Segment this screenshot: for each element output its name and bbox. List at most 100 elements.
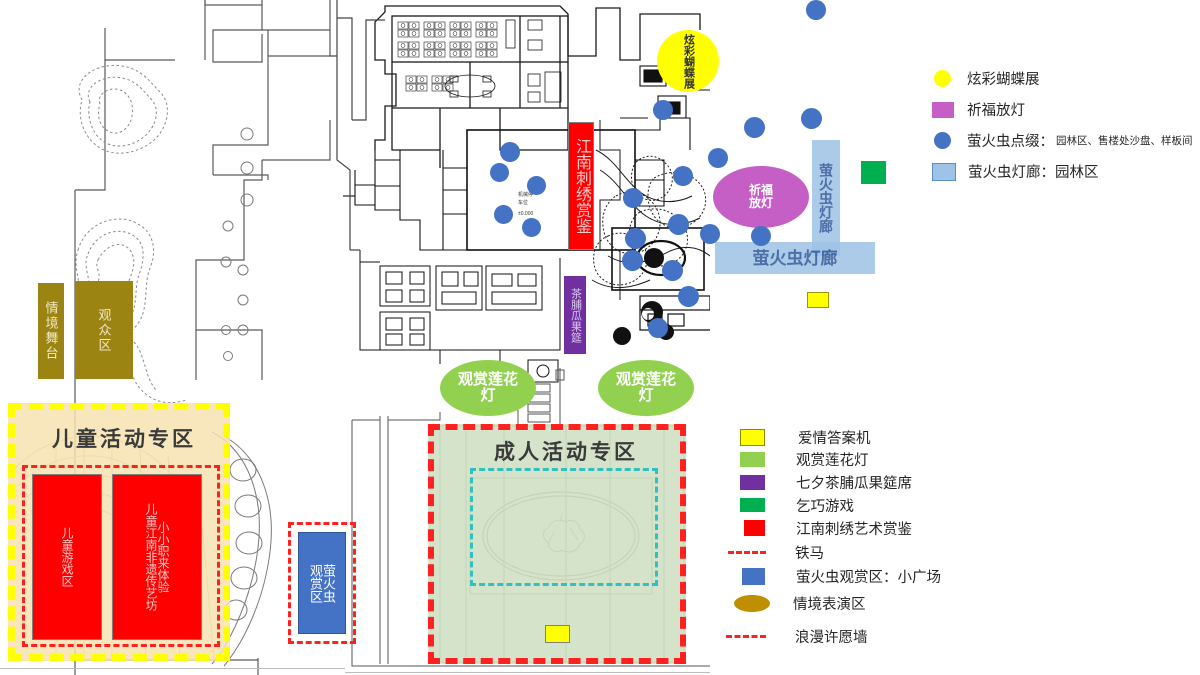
adult-zone-border bbox=[428, 424, 686, 664]
butterfly-show-label: 炫彩蝴蝶展 bbox=[682, 33, 695, 89]
firefly-view-label-2: 观赏区 bbox=[308, 563, 323, 603]
love-answer-machine-garden-marker[interactable] bbox=[807, 292, 829, 308]
firefly-view-ironhorse bbox=[288, 522, 356, 644]
legend-swatch-love-answer-machine-icon bbox=[740, 428, 765, 446]
firefly-view-block[interactable]: 观赏区 萤火虫 bbox=[298, 532, 346, 634]
firefly-dot bbox=[662, 260, 683, 281]
legend-swatch-tea-fruit-icon bbox=[740, 475, 765, 490]
legend-label: 萤火虫灯廊：园林区 bbox=[968, 165, 1099, 181]
firefly-corridor-horizontal-label: 萤火虫灯廊 bbox=[752, 248, 838, 268]
legend-item[interactable]: 浪漫许愿墙 bbox=[726, 623, 941, 649]
legend-bottom: 爱情答案机 观赏莲花灯 七夕茶脯瓜果筵席 乞巧游戏 江南刺绣艺术赏鉴 铁马 萤火… bbox=[726, 426, 941, 649]
legend-label: 观赏莲花灯 bbox=[796, 453, 869, 469]
children-zone-ironhorse bbox=[22, 465, 220, 647]
legend-label: 乞巧游戏 bbox=[796, 498, 854, 515]
firefly-dot bbox=[673, 166, 693, 186]
legend-swatch-scene-performance-icon bbox=[734, 594, 770, 612]
firefly-dot bbox=[700, 224, 720, 244]
firefly-dot bbox=[678, 286, 699, 307]
firefly-dot bbox=[625, 228, 646, 249]
tea-fruit-banner-label: 茶脯瓜果筵 bbox=[569, 287, 582, 343]
audience-area-block[interactable]: 观众区 bbox=[75, 281, 133, 379]
legend-label: 铁马 bbox=[795, 545, 824, 562]
children-play-label: 儿童游戏区 bbox=[60, 527, 74, 587]
firefly-dot bbox=[648, 318, 668, 338]
adult-zone-title: 成人活动专区 bbox=[494, 441, 638, 464]
legend-item[interactable]: 炫彩蝴蝶展 bbox=[934, 68, 1193, 89]
lotus-lamp-right-marker[interactable]: 观赏莲花灯 bbox=[598, 360, 694, 416]
firefly-dot bbox=[623, 188, 643, 208]
legend-sublabel: 园林区、售楼处沙盘、样板间 bbox=[1056, 135, 1193, 147]
firefly-corridor-vertical-label: 萤火虫灯廊 bbox=[818, 163, 834, 233]
legend-label: 情境表演区 bbox=[793, 596, 866, 613]
children-zone-title: 儿童活动专区 bbox=[52, 428, 196, 451]
firefly-dot bbox=[490, 163, 509, 182]
svg-text:±0.000: ±0.000 bbox=[518, 211, 533, 217]
tea-fruit-banner[interactable]: 茶脯瓜果筵 bbox=[564, 276, 586, 354]
children-craft-block[interactable]: 儿童江南非遗传艺坊 小小职来体验 bbox=[112, 474, 202, 640]
legend-swatch-firefly-accent-icon bbox=[934, 132, 951, 149]
legend-item[interactable]: 情境表演区 bbox=[734, 589, 941, 617]
legend-item[interactable]: 萤火虫点缀： 园林区、售楼处沙盘、样板间 bbox=[934, 130, 1193, 151]
legend-label: 爱情答案机 bbox=[798, 430, 871, 447]
legend-item[interactable]: 萤火虫观赏区：小广场 bbox=[740, 564, 941, 589]
scene-stage-label: 情境舞台 bbox=[43, 301, 59, 361]
butterfly-show-marker[interactable]: 炫彩蝴蝶展 bbox=[657, 30, 719, 92]
firefly-dot bbox=[522, 218, 541, 237]
firefly-dot bbox=[751, 226, 771, 246]
bottom-rule-2 bbox=[345, 672, 710, 673]
legend-swatch-wish-wall-icon bbox=[726, 634, 766, 638]
legend-label: 萤火虫观赏区：小广场 bbox=[796, 570, 941, 586]
legend-swatch-firefly-corridor-icon bbox=[932, 162, 956, 181]
legend-swatch-butterfly-icon bbox=[934, 70, 951, 87]
firefly-corridor-vertical[interactable]: 萤火虫灯廊 bbox=[812, 140, 840, 256]
legend-swatch-embroidery-icon bbox=[744, 520, 765, 536]
legend-label: 七夕茶脯瓜果筵席 bbox=[796, 476, 912, 492]
legend-swatch-iron-horse-icon bbox=[728, 550, 766, 554]
adult-zone-wish-wall bbox=[470, 468, 658, 586]
scene-stage-block[interactable]: 情境舞台 bbox=[38, 283, 64, 379]
bottom-rule bbox=[0, 668, 345, 669]
firefly-dot bbox=[668, 214, 689, 235]
legend-item[interactable]: 乞巧游戏 bbox=[740, 494, 941, 516]
children-craft-label-2: 小小职来体验 bbox=[156, 521, 170, 593]
firefly-dot bbox=[806, 0, 826, 20]
legend-label: 浪漫许愿墙 bbox=[795, 629, 868, 646]
qiqiao-game-marker[interactable] bbox=[861, 161, 886, 184]
firefly-dot bbox=[527, 176, 546, 195]
children-zone-border bbox=[8, 403, 230, 661]
legend-swatch-firefly-view-icon bbox=[742, 568, 765, 585]
firefly-dot bbox=[500, 142, 520, 162]
audience-area-label: 观众区 bbox=[96, 307, 112, 353]
legend-swatch-lotus-lamp-icon bbox=[740, 452, 765, 467]
legend-item[interactable]: 铁马 bbox=[728, 540, 941, 564]
legend-top: 炫彩蝴蝶展 祈福放灯 萤火虫点缀： 园林区、售楼处沙盘、样板间 萤火虫灯廊：园林… bbox=[932, 68, 1193, 182]
svg-text:车位: 车位 bbox=[518, 199, 528, 206]
firefly-dot bbox=[494, 205, 513, 224]
legend-item[interactable]: 萤火虫灯廊：园林区 bbox=[932, 161, 1193, 182]
children-play-block[interactable]: 儿童游戏区 bbox=[32, 474, 102, 640]
lotus-lamp-left-label: 观赏莲花灯 bbox=[457, 371, 518, 404]
legend-label: 祈福放灯 bbox=[967, 103, 1025, 119]
legend-item[interactable]: 爱情答案机 bbox=[740, 426, 941, 448]
lotus-lamp-right-label: 观赏莲花灯 bbox=[615, 371, 676, 404]
embroidery-banner[interactable]: 江南刺绣赏鉴 bbox=[568, 122, 594, 250]
legend-swatch-qiqiao-game-icon bbox=[740, 498, 765, 512]
firefly-dot bbox=[622, 250, 643, 271]
legend-swatch-prayer-lamp-icon bbox=[932, 101, 954, 118]
children-craft-label-1: 儿童江南非遗传艺坊 bbox=[144, 503, 158, 611]
legend-item[interactable]: 观赏莲花灯 bbox=[740, 448, 941, 471]
prayer-lamp-label: 祈福放灯 bbox=[748, 183, 773, 210]
legend-item[interactable]: 祈福放灯 bbox=[932, 99, 1193, 120]
firefly-view-label-1: 萤火虫 bbox=[321, 563, 336, 603]
legend-item[interactable]: 七夕茶脯瓜果筵席 bbox=[740, 471, 941, 494]
lotus-lamp-left-marker[interactable]: 观赏莲花灯 bbox=[440, 360, 536, 416]
love-answer-machine-marker[interactable] bbox=[545, 625, 570, 643]
site-plan-map[interactable]: 机械停 车位 ±0.000 bbox=[0, 0, 886, 675]
legend-label: 萤火虫点缀： bbox=[967, 134, 1054, 150]
prayer-lamp-marker[interactable]: 祈福放灯 bbox=[713, 166, 809, 228]
legend-label: 炫彩蝴蝶展 bbox=[967, 72, 1040, 88]
firefly-corridor-horizontal[interactable]: 萤火虫灯廊 bbox=[715, 242, 875, 274]
legend-item[interactable]: 江南刺绣艺术赏鉴 bbox=[740, 516, 941, 540]
